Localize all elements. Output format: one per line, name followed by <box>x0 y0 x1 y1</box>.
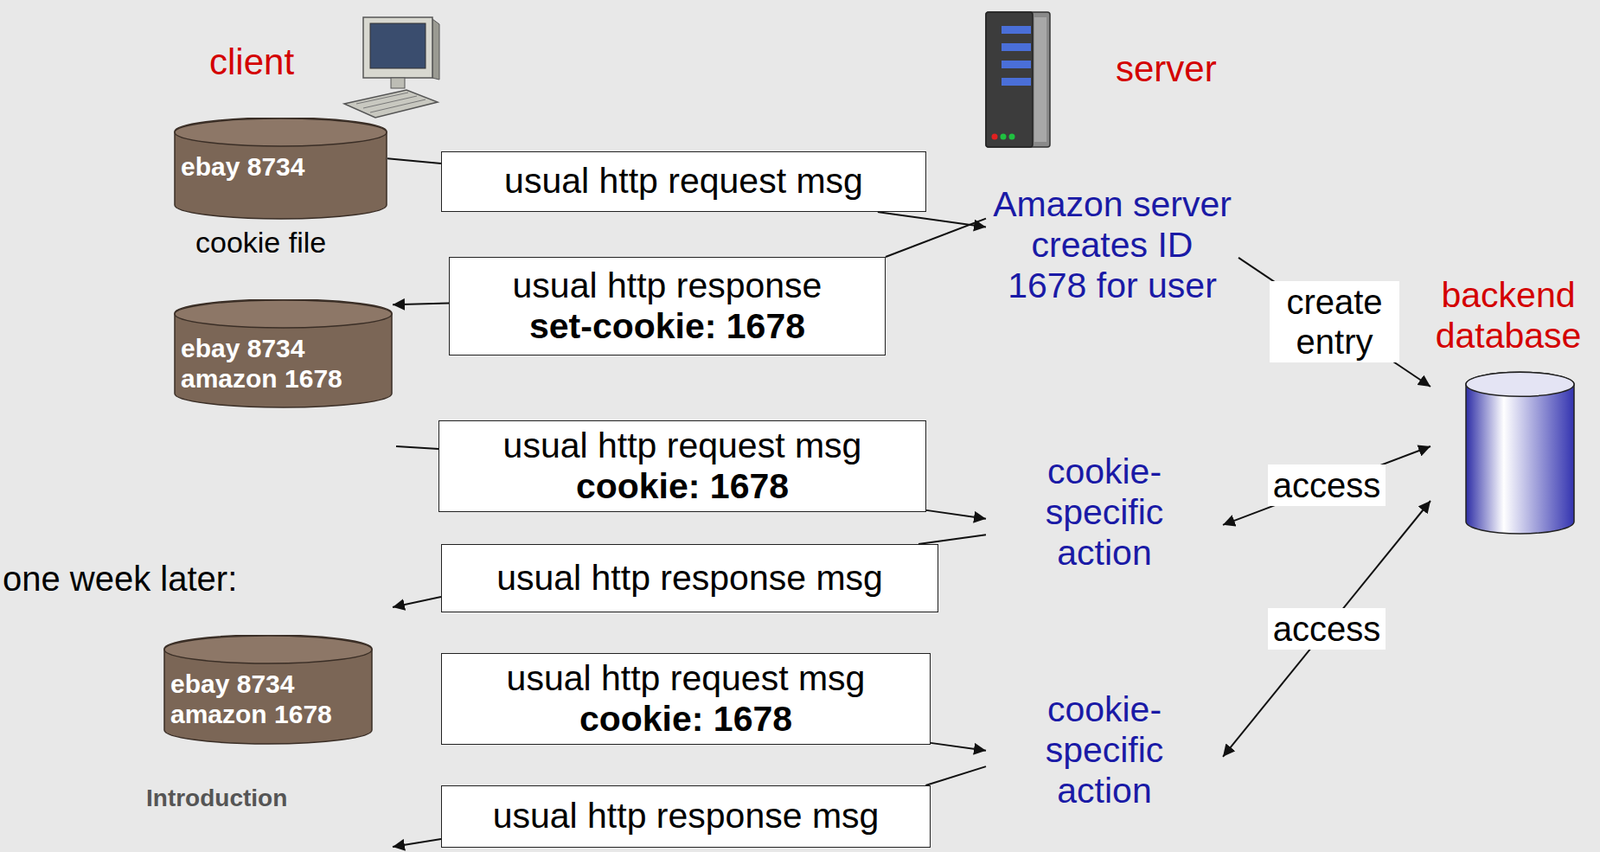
message-box: usual http responseset-cookie: 1678 <box>448 256 886 356</box>
cookie-entry: ebay 8734 <box>170 669 366 700</box>
cylinder-top <box>174 300 392 328</box>
edge-label: access <box>1267 608 1387 650</box>
message-box: usual http response msg <box>441 544 939 613</box>
database-top <box>1465 371 1575 397</box>
server-side <box>985 12 1050 148</box>
drive-slot <box>1001 77 1031 86</box>
keyboard-keys <box>356 92 409 104</box>
cylinder-body <box>174 299 392 408</box>
cookie-entry: amazon 1678 <box>180 364 386 395</box>
server-action-text: Amazon server creates ID 1678 for user <box>985 184 1239 307</box>
cookie-entry: ebay 8734 <box>180 152 381 183</box>
flow-arrow <box>392 838 442 847</box>
message-text: usual http response <box>460 265 875 307</box>
time-note: one week later: <box>2 558 237 599</box>
cookie-header: cookie: 1678 <box>449 466 916 507</box>
message-text: usual http request msg <box>452 160 916 202</box>
database-body <box>1465 371 1575 534</box>
server-panel <box>1034 17 1047 142</box>
keyboard-keys <box>363 96 417 109</box>
cookie-header: set-cookie: 1678 <box>460 306 875 347</box>
server-action: Amazon server creates ID 1678 for user <box>990 184 1236 307</box>
cookie-entry: ebay 8734 <box>180 333 386 365</box>
server-action: cookie- specific action <box>1042 689 1168 812</box>
flow-line <box>925 766 986 786</box>
computer-icon <box>344 17 440 118</box>
database-cylinder: backend database <box>1430 275 1587 535</box>
cookie-entry: amazon 1678 <box>170 699 366 730</box>
cylinder-body <box>174 117 387 219</box>
message-box: usual http request msgcookie: 1678 <box>438 420 927 512</box>
flow-line <box>387 158 442 164</box>
monitor-stand <box>390 77 405 89</box>
message-text: usual http response msg <box>452 795 920 837</box>
flow-line <box>885 218 986 257</box>
server-action: cookie- specific action <box>1042 451 1168 574</box>
server-action-text: cookie- specific action <box>985 689 1223 812</box>
cylinder-top <box>164 635 372 664</box>
edge-label: create entry <box>1269 281 1400 363</box>
message-box: usual http request msg <box>441 151 927 212</box>
flow-line <box>396 446 439 449</box>
flow-arrow <box>392 303 449 306</box>
drive-slot <box>1001 25 1031 34</box>
message-text: usual http request msg <box>452 658 920 699</box>
monitor-screen <box>370 23 426 69</box>
server-heading: server <box>1115 48 1217 90</box>
message-text: usual http request msg <box>449 425 916 467</box>
edge-label: access <box>1267 464 1387 506</box>
keyboard <box>344 89 438 118</box>
server-icon <box>985 12 1050 148</box>
flow-arrow <box>1222 500 1431 757</box>
footer-text: Introduction <box>146 784 288 813</box>
cookie-file-cylinder: ebay 8734amazon 1678 <box>173 299 393 409</box>
flow-line <box>918 534 986 544</box>
monitor-frame <box>363 17 433 78</box>
message-text: usual http response msg <box>452 557 928 599</box>
status-led <box>992 134 999 141</box>
drive-slot <box>1001 60 1031 69</box>
message-box: usual http request msgcookie: 1678 <box>441 652 931 745</box>
flow-arrow <box>1238 257 1431 387</box>
server-action-text: cookie- specific action <box>985 451 1223 574</box>
flow-arrow <box>930 742 986 751</box>
cookie-file-cylinder: ebay 8734amazon 1678 <box>163 634 373 745</box>
flow-arrow <box>926 510 986 519</box>
server-front <box>985 12 1033 148</box>
monitor-side <box>432 19 440 80</box>
flow-arrow <box>392 596 442 608</box>
drive-slot <box>1001 43 1031 52</box>
message-box: usual http response msg <box>441 785 931 848</box>
database-heading: backend database <box>1430 275 1587 357</box>
status-led <box>1009 134 1016 141</box>
keyboard-keys <box>370 99 426 113</box>
cylinder-top <box>174 118 387 147</box>
cookie-file-cylinder: ebay 8734 <box>173 117 388 220</box>
client-heading: client <box>209 41 295 84</box>
status-led <box>1000 134 1007 141</box>
cylinder-caption: cookie file <box>195 225 327 260</box>
cylinder-body <box>164 634 372 744</box>
cookie-header: cookie: 1678 <box>452 698 920 740</box>
flow-arrow <box>1222 446 1431 525</box>
